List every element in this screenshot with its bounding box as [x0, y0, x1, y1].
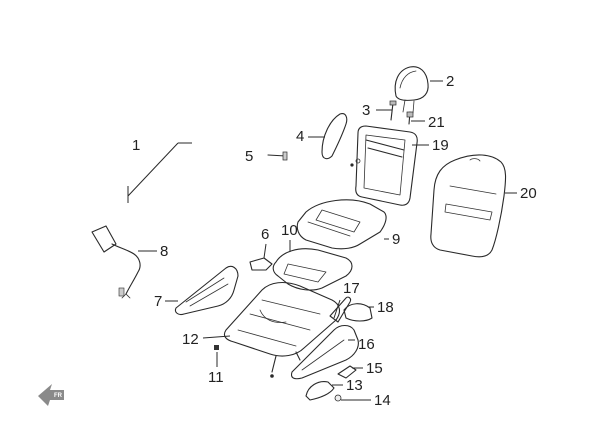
callout-17: 17	[333, 280, 360, 319]
callout-18: 18	[368, 299, 394, 316]
callout-leader-line	[202, 335, 231, 339]
callout-19: 19	[412, 137, 449, 154]
callout-2: 2	[430, 73, 454, 90]
callout-3: 3	[362, 102, 392, 119]
part-bracket-6	[249, 257, 273, 271]
callout-number: 8	[160, 243, 168, 260]
callout-number: 6	[261, 226, 269, 243]
callout-13: 13	[332, 377, 363, 394]
callout-20: 20	[505, 185, 537, 202]
part-seatback-frame	[350, 125, 418, 206]
part-bolt-11	[214, 345, 219, 350]
part-side-shield	[174, 265, 239, 316]
fr-label: FR	[54, 393, 63, 399]
callout-leader-line	[333, 299, 341, 319]
callout-number: 16	[358, 336, 375, 353]
callout-number: 2	[446, 73, 454, 90]
part-knob-15	[337, 365, 357, 379]
callout-7: 7	[154, 293, 178, 310]
callout-9: 9	[384, 231, 400, 248]
part-recliner-cover-18	[343, 303, 373, 322]
callout-12: 12	[182, 331, 231, 348]
part-seatback-cushion	[430, 154, 507, 258]
callout-number: 14	[374, 392, 391, 409]
callout-number: 17	[343, 280, 360, 297]
part-buckle-wire	[91, 225, 141, 299]
callout-6: 6	[261, 226, 269, 259]
callout-11: 11	[208, 352, 224, 386]
callout-5: 5	[245, 148, 253, 165]
callout-number: 10	[281, 222, 298, 239]
callout-16: 16	[348, 336, 375, 353]
callout-number: 9	[392, 231, 400, 248]
callout-number: 15	[366, 360, 383, 377]
callout-number: 12	[182, 331, 199, 348]
callout-1: 1	[132, 137, 140, 154]
callout-15: 15	[352, 360, 383, 377]
part-outer-cover-16	[290, 324, 359, 380]
callout-number: 18	[377, 299, 394, 316]
callout-number: 11	[208, 369, 224, 386]
callout-number: 7	[154, 293, 162, 310]
callout-number: 3	[362, 102, 370, 119]
callout-leader-line	[263, 243, 267, 259]
part-lever-17	[329, 296, 352, 323]
callout-number: 20	[520, 185, 537, 202]
part-side-trim	[321, 113, 348, 160]
callout-21: 21	[411, 114, 445, 131]
part-headrest-guide-3	[389, 100, 397, 121]
callout-8: 8	[138, 243, 168, 260]
part-screw-14	[334, 394, 342, 402]
callout-number: 1	[132, 137, 140, 154]
part-headrest	[394, 66, 429, 114]
callout-number: 13	[346, 377, 363, 394]
part-cover-13	[305, 381, 335, 401]
callout-number: 4	[296, 128, 304, 145]
callout-number: 21	[428, 114, 445, 131]
callout-number: 19	[432, 137, 449, 154]
part-seat-frame	[223, 281, 341, 378]
part-group-1-leader	[127, 142, 192, 203]
callout-10: 10	[281, 222, 298, 252]
front-direction-arrow-icon: FR	[38, 384, 64, 406]
part-seat-cushion	[296, 199, 387, 250]
part-headrest-guide-21	[406, 111, 414, 125]
callout-number: 5	[245, 148, 253, 165]
callout-4: 4	[296, 128, 325, 145]
part-pin	[267, 151, 288, 161]
callout-14: 14	[341, 392, 391, 409]
part-seat-pad	[272, 248, 353, 291]
